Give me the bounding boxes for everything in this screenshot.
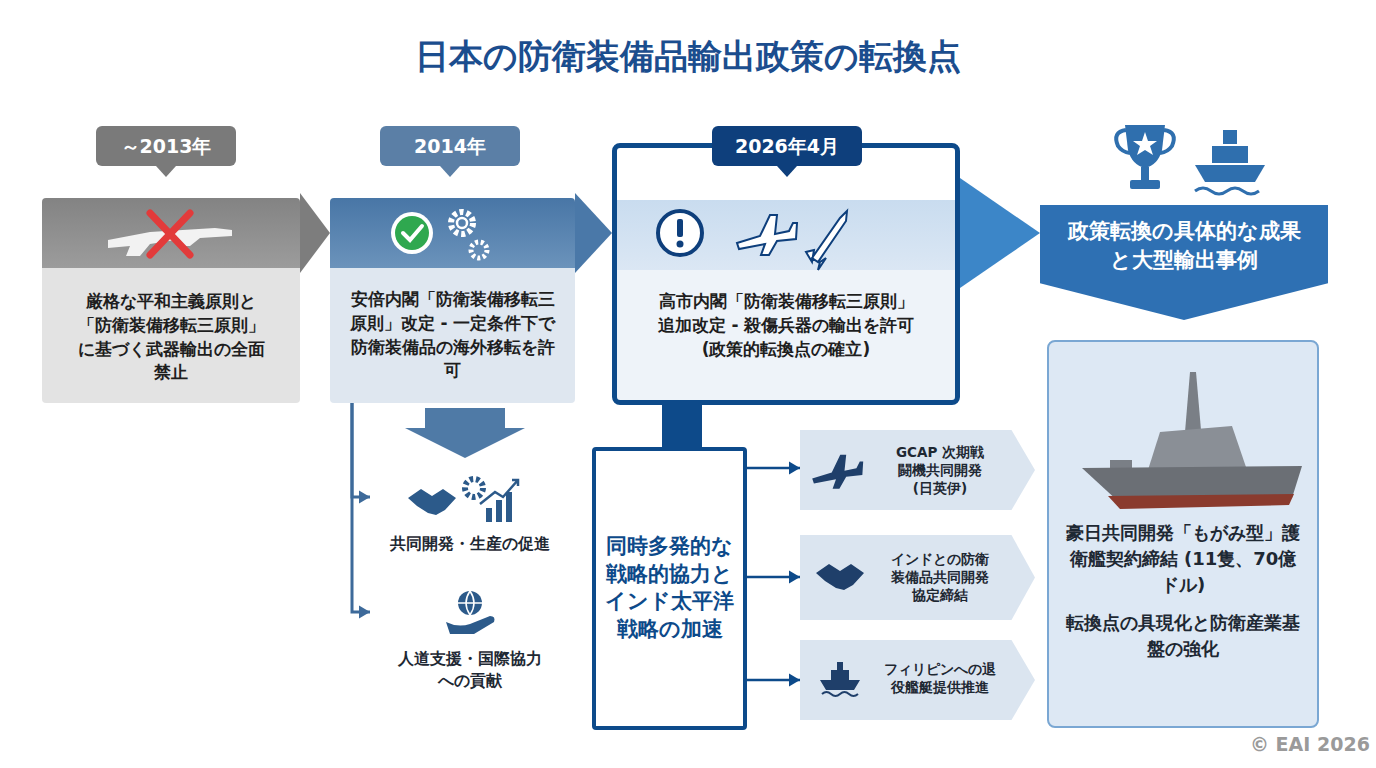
strategy-text: 同時多発的な戦略的協力とインド太平洋戦略の加速 (602, 533, 737, 644)
connector-line (747, 576, 800, 579)
node-shape (1040, 205, 1328, 320)
trophy-base (1130, 180, 1160, 189)
initiative-text: フィリピンへの退役艦艇提供推進 (884, 660, 996, 696)
connector-line (747, 467, 800, 470)
down-arrow (405, 408, 525, 458)
initiative-chevron: GCAP 次期戦闘機共同開発 (日英伊) (800, 430, 1035, 510)
globe-icon (458, 591, 482, 615)
arrowhead (789, 674, 800, 687)
globe-lines (458, 591, 482, 615)
connector-line (352, 403, 370, 497)
node-shape (800, 640, 1035, 720)
result-summary: 転換点の具現化と防衛産業基盤の強化 (1063, 610, 1303, 662)
era-description: 安倍内閣「防衛装備移転三原則」改定 - 一定条件下で防衛装備品の海外移転を許可 (344, 288, 561, 383)
connector (662, 405, 702, 447)
result-banner: 政策転換の具体的な成果と大型輸出事例 (1040, 205, 1328, 320)
watermark: © EAI 2026 (1250, 733, 1370, 755)
ship-icon (1195, 165, 1265, 182)
initiative-text: インドとの防衛装備品共同開発協定締結 (890, 550, 990, 605)
effect-item: 共同開発・生産の促進 (370, 470, 570, 560)
connector (352, 403, 370, 619)
banner-text: 政策転換の具体的な成果と大型輸出事例 (1060, 217, 1308, 276)
node-shape (800, 535, 1035, 620)
initiative-chevron: インドとの防衛装備品共同開発協定締結 (800, 535, 1035, 620)
handshake-icon (408, 489, 456, 515)
year-tab: 2014年 (380, 126, 520, 166)
connector (747, 571, 800, 584)
connector (352, 403, 370, 504)
band-arrowhead (960, 178, 1040, 288)
arrowhead (359, 491, 370, 504)
era-description: 厳格な平和主義原則と「防衛装備移転三原則」に基づく武器輸出の全面禁止 (76, 290, 266, 385)
chart-bar (496, 500, 502, 522)
connector (300, 193, 330, 273)
connector (960, 178, 1040, 288)
year-tab: 2026年4月 (712, 126, 862, 166)
gear-icon (465, 479, 483, 497)
connector-line (352, 403, 370, 612)
arrowhead (789, 462, 800, 475)
hand-icon (446, 616, 495, 634)
trophy-icon (1125, 125, 1165, 168)
effect-text: 共同開発・生産の促進 (370, 534, 570, 556)
band-arrowhead (575, 193, 612, 273)
ship-icon (1212, 146, 1248, 163)
diagram-title: 日本の防衛装備品輸出政策の転換点 (0, 34, 1376, 80)
initiative-text: GCAP 次期戦闘機共同開発 (日英伊) (890, 443, 990, 498)
chart-bar (486, 508, 492, 522)
connector (575, 193, 612, 273)
thick-connector (662, 405, 702, 447)
wave-line (1195, 188, 1259, 194)
era-box: 2014年安倍内閣「防衛装備移転三原則」改定 - 一定条件下で防衛装備品の海外移… (330, 198, 575, 403)
trophy-stem (1141, 167, 1149, 180)
chart-bar (506, 492, 512, 522)
tab-pointer (156, 166, 176, 177)
connector (747, 674, 800, 687)
result-box: 豪日共同開発「もがみ型」護衛艦契約締結 (11隻、70億ドル) 転換点の具現化と防… (1047, 340, 1319, 728)
arrowhead (789, 571, 800, 584)
era-box: ～2013年厳格な平和主義原則と「防衛装備移転三原則」に基づく武器輸出の全面禁止 (42, 198, 300, 403)
arrowhead (359, 606, 370, 619)
connector (747, 462, 800, 475)
chart-arrow (480, 480, 518, 504)
era-box-highlight: 2026年4月高市内閣「防衛装備移転三原則」追加改定 - 殺傷兵器の輸出を許可 … (612, 143, 960, 405)
connector-line (747, 679, 800, 682)
strategy-box: 同時多発的な戦略的協力とインド太平洋戦略の加速 (592, 447, 747, 730)
year-tab: ～2013年 (96, 126, 236, 166)
ship-icon (1223, 130, 1237, 144)
result-heading: 豪日共同開発「もがみ型」護衛艦契約締結 (11隻、70億ドル) (1063, 520, 1303, 598)
era-description: 高市内閣「防衛装備移転三原則」追加改定 - 殺傷兵器の輸出を許可 (政策的転換点… (656, 290, 916, 361)
effect-item: 人道支援・国際協力への貢献 (370, 585, 570, 705)
trophy-handle (1116, 130, 1174, 153)
effect-text: 人道支援・国際協力への貢献 (392, 649, 548, 692)
band-arrowhead (300, 193, 330, 273)
initiative-chevron: フィリピンへの退役艦艇提供推進 (800, 640, 1035, 720)
tab-pointer (440, 166, 460, 177)
node-shape (800, 430, 1035, 510)
trophy-star (1133, 132, 1157, 155)
